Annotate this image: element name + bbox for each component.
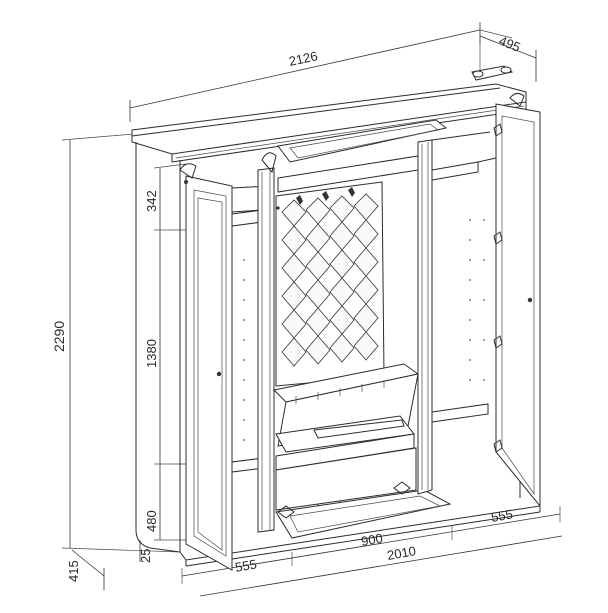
dim-top-width <box>129 22 513 122</box>
left-divider <box>257 152 277 533</box>
bottom-flap <box>275 481 452 539</box>
dim-total-height <box>61 133 181 553</box>
label-upper-height: 342 <box>144 190 159 212</box>
label-left-width: 555 <box>234 556 258 575</box>
shoe-shelves <box>275 415 417 511</box>
label-bottom-width: 2010 <box>386 543 417 563</box>
dim-bottom-widths <box>181 506 563 597</box>
left-door <box>179 163 233 571</box>
cornice-ornament <box>471 65 514 81</box>
label-plinth: 25 <box>138 549 153 563</box>
label-total-height: 2290 <box>51 321 67 352</box>
right-divider <box>417 139 433 495</box>
coat-hooks <box>276 187 355 210</box>
dim-section-heights <box>153 163 187 541</box>
label-bottom-depth: 415 <box>66 560 81 582</box>
label-lower-height: 480 <box>144 510 159 532</box>
right-door <box>493 92 541 508</box>
dim-bottom-depth <box>71 540 141 590</box>
center-top-flap <box>277 119 448 193</box>
tufted-panel <box>275 181 385 387</box>
right-section <box>431 131 497 423</box>
label-overall-width: 2126 <box>288 48 319 69</box>
tufted-pattern <box>281 193 379 367</box>
label-center-width: 900 <box>360 530 384 549</box>
dim-top-depth <box>479 35 537 82</box>
label-middle-height: 1380 <box>144 339 159 368</box>
